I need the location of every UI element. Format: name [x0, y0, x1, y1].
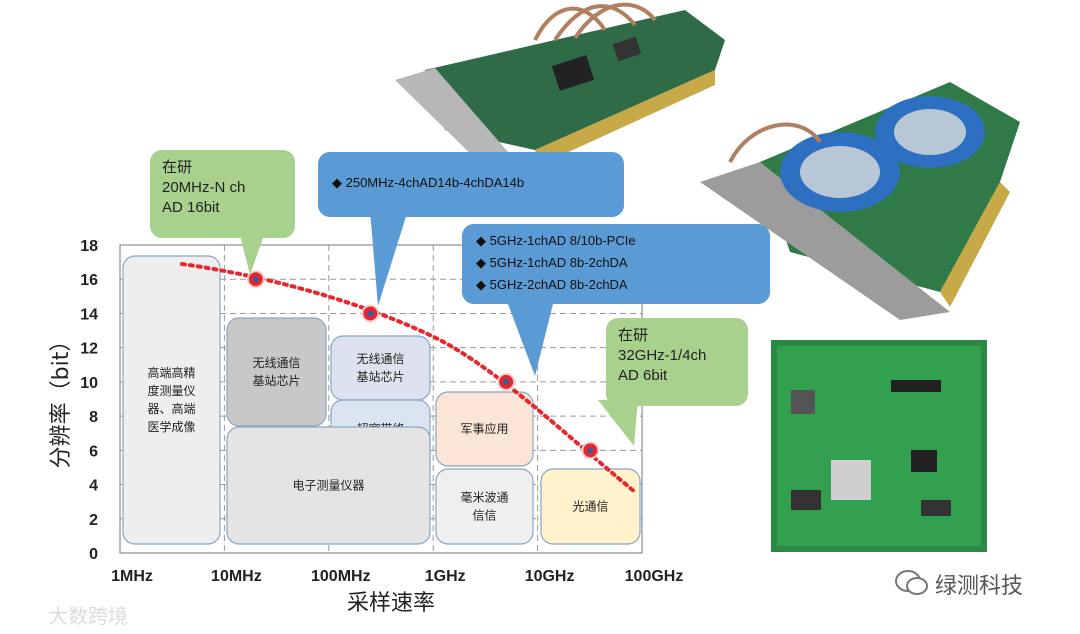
y-tick-label: 18	[80, 238, 98, 255]
callout-4-line-3: AD 6bit	[618, 367, 668, 384]
circuit-board-photo	[771, 340, 987, 552]
x-tick-label: 100GHz	[625, 568, 684, 585]
x-tick-label: 10MHz	[211, 568, 262, 585]
callout-2-line-1: ◆ 250MHz-4chAD14b-4chDA14b	[332, 175, 525, 190]
y-tick-label: 12	[80, 341, 98, 358]
callout-1-line-2: 20MHz-N ch	[162, 179, 246, 196]
watermark-text: 大数跨境	[48, 604, 128, 628]
trend-line	[180, 262, 637, 494]
callout-2-tail	[370, 210, 408, 306]
pcie-board-photo-1	[395, 2, 725, 168]
callout-250mhz: ◆ 250MHz-4chAD14b-4chDA14b	[318, 152, 624, 217]
y-tick-label: 10	[80, 375, 98, 392]
region-label: 无线通信基站芯片	[252, 356, 300, 388]
y-tick-label: 16	[80, 272, 98, 289]
region-label: 军事应用	[460, 421, 508, 436]
x-axis-label: 采样速率	[347, 591, 435, 616]
y-tick-label: 4	[89, 478, 98, 495]
callout-3-line-3: ◆ 5GHz-2chAD 8b-2chDA	[476, 277, 628, 292]
callout-4-tail	[598, 400, 638, 446]
y-tick-label: 0	[89, 546, 98, 563]
data-point-core	[252, 276, 259, 283]
x-tick-label: 10GHz	[525, 568, 575, 585]
x-tick-label: 1GHz	[425, 568, 466, 585]
y-axis-label: 分辨率（bit）	[49, 330, 74, 469]
region-box	[122, 255, 221, 545]
callout-1-line-1: 在研	[162, 159, 193, 176]
region-label: 高端高精度测量仪器、高端医学成像	[147, 365, 195, 434]
brand-name: 绿测科技	[935, 574, 1024, 599]
region-box	[226, 426, 431, 545]
region-box	[435, 468, 534, 545]
y-tick-label: 6	[89, 443, 98, 460]
x-tick-label: 1MHz	[111, 568, 153, 585]
wechat-icon	[895, 570, 928, 595]
y-tick-label: 8	[89, 409, 98, 426]
callout-3-tail	[505, 296, 555, 376]
pcie-board-photo-2	[700, 82, 1020, 320]
region-box	[226, 317, 327, 427]
y-tick-label: 2	[89, 512, 98, 529]
data-point-core	[587, 447, 594, 454]
callout-3-line-2: ◆ 5GHz-1chAD 8b-2chDA	[476, 255, 628, 270]
callout-4-line-2: 32GHz-1/4ch	[618, 347, 707, 364]
data-point-core	[367, 310, 374, 317]
callout-3-line-1: ◆ 5GHz-1chAD 8/10b-PCIe	[476, 233, 636, 248]
region-box	[435, 391, 534, 467]
region-box	[330, 335, 431, 401]
region-box	[540, 468, 641, 545]
callout-32ghz: 在研 32GHz-1/4ch AD 6bit	[606, 318, 748, 406]
callout-5ghz: ◆ 5GHz-1chAD 8/10b-PCIe ◆ 5GHz-1chAD 8b-…	[462, 224, 770, 304]
region-label: 光通信	[572, 500, 608, 514]
callout-1-tail	[240, 235, 264, 275]
x-tick-label: 100MHz	[311, 568, 371, 585]
data-point-core	[503, 378, 510, 385]
region-label: 电子测量仪器	[292, 479, 364, 493]
callout-1-line-3: AD 16bit	[162, 199, 220, 216]
callout-20mhz: 在研 20MHz-N ch AD 16bit	[150, 150, 295, 238]
region-label: 无线通信基站芯片	[356, 352, 404, 384]
y-tick-label: 14	[80, 306, 98, 323]
callout-4-line-1: 在研	[618, 327, 649, 344]
region-label: 毫米波通信信	[460, 490, 508, 523]
